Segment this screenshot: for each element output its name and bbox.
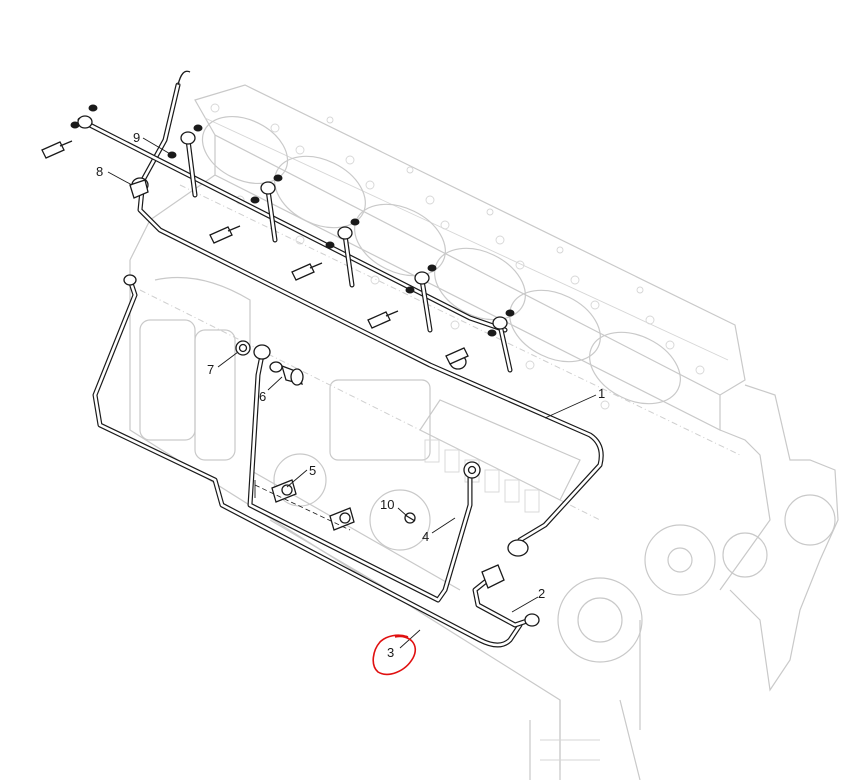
callout-8: 8: [96, 164, 103, 179]
callout-6: 6: [259, 389, 266, 404]
part-4-feed-pipe: [247, 344, 481, 603]
part-7-sealing-ring: [235, 340, 251, 356]
callout-3: 3: [387, 645, 394, 660]
part-3-oil-return-pipe: [92, 274, 523, 648]
callout-labels: 1 2 3 4 5 6 7 8 9 10: [96, 130, 605, 660]
callout-1: 1: [598, 386, 605, 401]
part-10-clip: [404, 512, 416, 524]
callout-9: 9: [133, 130, 140, 145]
engine-block-ghost: [129, 84, 839, 780]
callout-7: 7: [207, 362, 214, 377]
callout-10: 10: [380, 497, 394, 512]
callout-4: 4: [422, 529, 429, 544]
callout-2: 2: [538, 586, 545, 601]
part-1-main-oil-pipe: [41, 70, 604, 557]
callout-5: 5: [309, 463, 316, 478]
callout-leaders: [107, 137, 597, 649]
part-6-banjo-bolt: [269, 361, 304, 386]
part-5-pipe-clamps: [254, 479, 355, 531]
highlight-circle-callout-3: [372, 634, 417, 676]
part-2-elbow-pipe: [472, 564, 540, 628]
